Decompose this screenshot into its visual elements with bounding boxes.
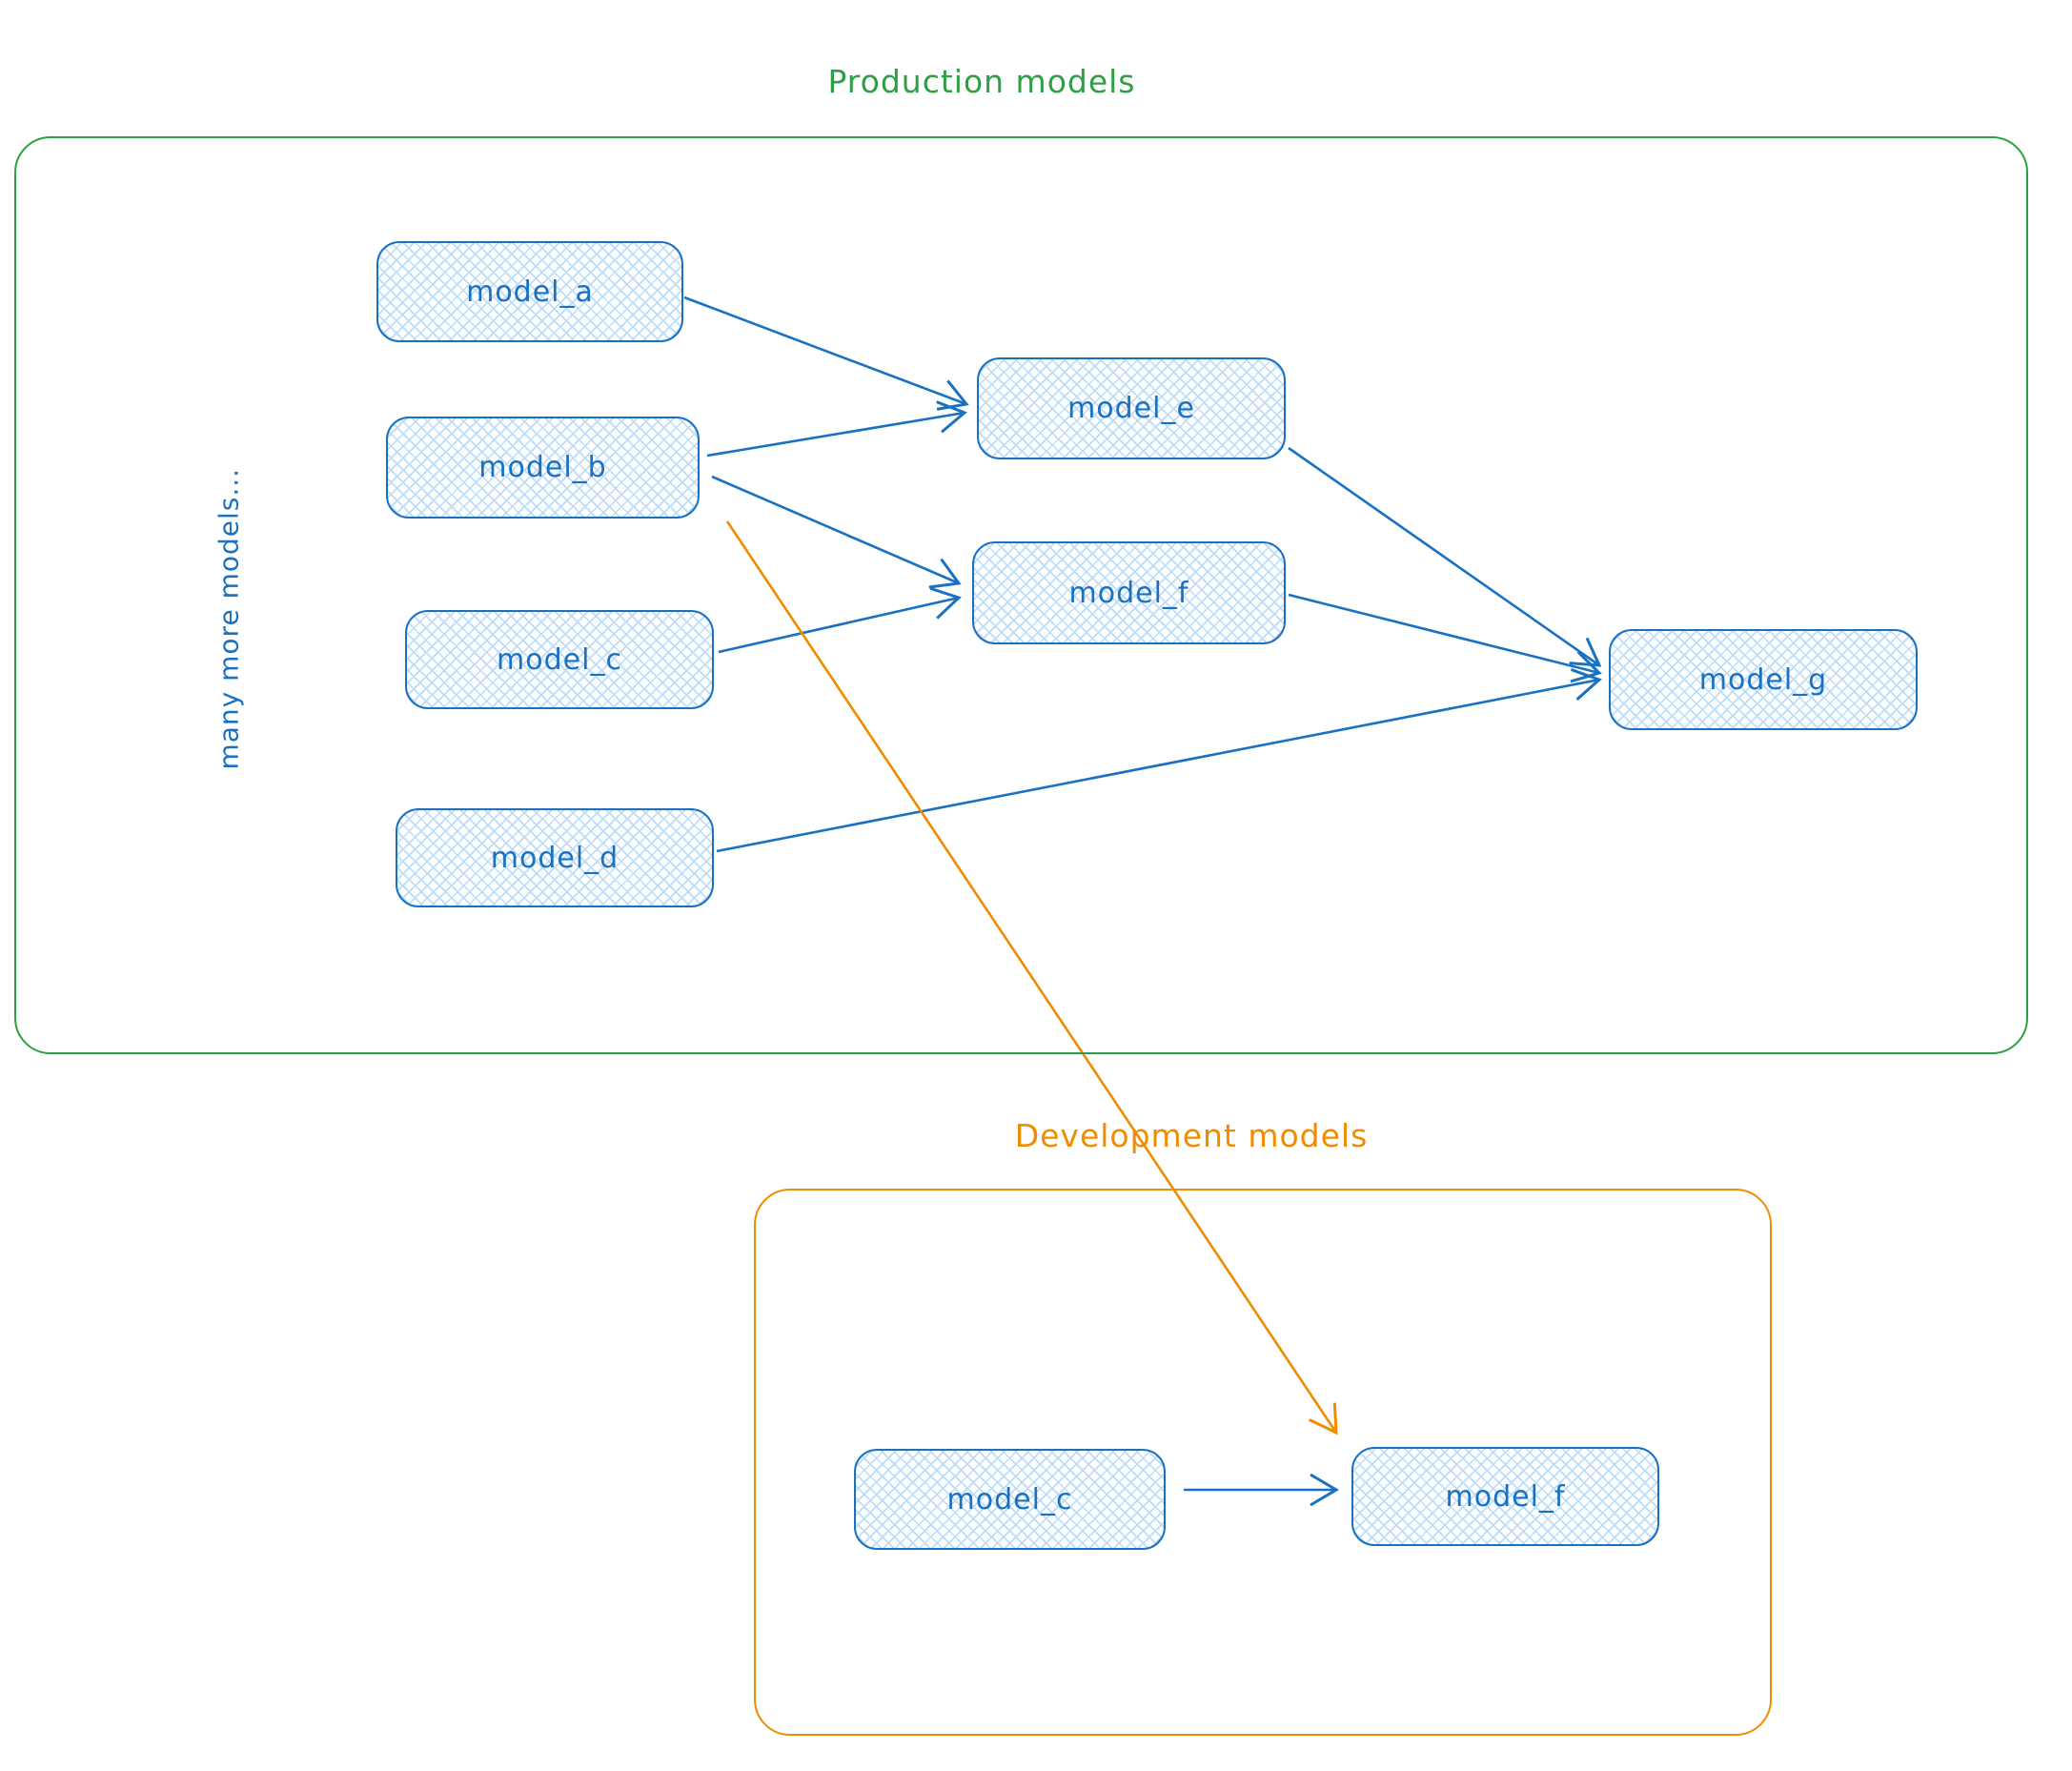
many-more-models-note: many more models... <box>213 467 245 770</box>
node-model-b: model_b <box>386 417 700 519</box>
node-dev-model-c-label: model_c <box>946 1482 1073 1517</box>
development-group-title: Development models <box>1014 1117 1369 1154</box>
node-model-f: model_f <box>972 541 1286 644</box>
node-model-e-label: model_e <box>1067 392 1195 425</box>
node-model-d-label: model_d <box>490 841 620 875</box>
node-dev-model-c: model_c <box>854 1449 1166 1550</box>
production-group-title: Production models <box>827 63 1136 100</box>
node-model-e: model_e <box>977 357 1286 459</box>
node-dev-model-f-label: model_f <box>1445 1479 1566 1514</box>
node-model-c: model_c <box>405 610 714 709</box>
node-dev-model-f: model_f <box>1351 1447 1659 1546</box>
node-model-g-label: model_g <box>1698 662 1828 697</box>
node-model-d: model_d <box>396 808 714 907</box>
node-model-c-label: model_c <box>497 642 622 677</box>
node-model-f-label: model_f <box>1068 576 1189 610</box>
node-model-a-label: model_a <box>466 275 594 309</box>
production-group-box <box>14 136 2028 1054</box>
node-model-a: model_a <box>376 241 683 342</box>
node-model-b-label: model_b <box>478 451 607 484</box>
node-model-g: model_g <box>1609 629 1918 730</box>
development-group-box <box>754 1189 1772 1736</box>
